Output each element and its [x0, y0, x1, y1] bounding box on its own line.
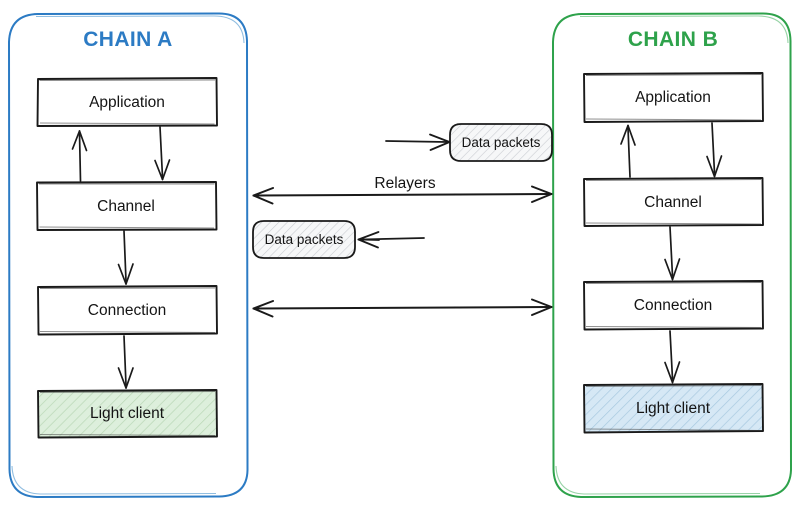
- box-chain-b-application: [583, 72, 764, 123]
- chain-a-layer-boxes: [36, 77, 218, 439]
- label-data-packets-bottom: Data packets: [264, 232, 344, 247]
- arrow-chain-b-channel-to-application: [620, 124, 636, 178]
- pill-data-packets-top: [449, 123, 553, 162]
- arrow-chain-a-channel-to-application: [71, 130, 88, 182]
- box-chain-b-light-client: [583, 383, 764, 434]
- connector-relayers-channel: [252, 185, 553, 205]
- label-chain-b-application: Application: [635, 89, 711, 106]
- label-data-packets-top: Data packets: [461, 135, 541, 150]
- label-chain-a-application: Application: [89, 94, 165, 111]
- label-chain-b-channel: Channel: [644, 194, 702, 211]
- label-chain-b-connection: Connection: [633, 297, 713, 314]
- chain-b-title: CHAIN B: [627, 28, 719, 51]
- chain-a-container: [8, 12, 249, 498]
- arrow-to-data-packets-top: [385, 133, 451, 151]
- chain-b-layer-boxes: [583, 72, 764, 434]
- box-chain-b-channel: [583, 177, 764, 227]
- box-chain-a-application: [36, 77, 218, 127]
- label-relayers: Relayers: [374, 175, 436, 192]
- arrow-to-data-packets-bottom: [357, 231, 425, 249]
- label-chain-a-connection: Connection: [87, 302, 167, 319]
- box-chain-b-connection: [583, 280, 764, 331]
- arrow-chain-b-application-to-channel: [706, 122, 723, 178]
- label-chain-a-light-client: Light client: [89, 405, 165, 422]
- chain-b-container: [552, 12, 792, 498]
- chain-a-internal-arrows: [71, 126, 171, 389]
- arrow-chain-a-connection-to-light-client: [117, 335, 134, 389]
- box-chain-a-channel: [36, 181, 218, 231]
- box-chain-a-light-client: [37, 389, 218, 439]
- arrow-chain-b-connection-to-light-client: [664, 330, 681, 384]
- chain-a-title: CHAIN A: [83, 28, 173, 51]
- chain-b-internal-arrows: [620, 122, 723, 384]
- label-chain-a-channel: Channel: [97, 198, 155, 215]
- arrow-chain-a-application-to-channel: [154, 126, 171, 181]
- arrow-chain-a-channel-to-connection: [117, 230, 134, 285]
- box-chain-a-connection: [37, 285, 218, 336]
- pill-data-packets-bottom: [252, 220, 356, 259]
- arrow-chain-b-channel-to-connection: [664, 226, 681, 281]
- connector-relayers-connection: [252, 298, 553, 318]
- label-chain-b-light-client: Light client: [635, 400, 711, 417]
